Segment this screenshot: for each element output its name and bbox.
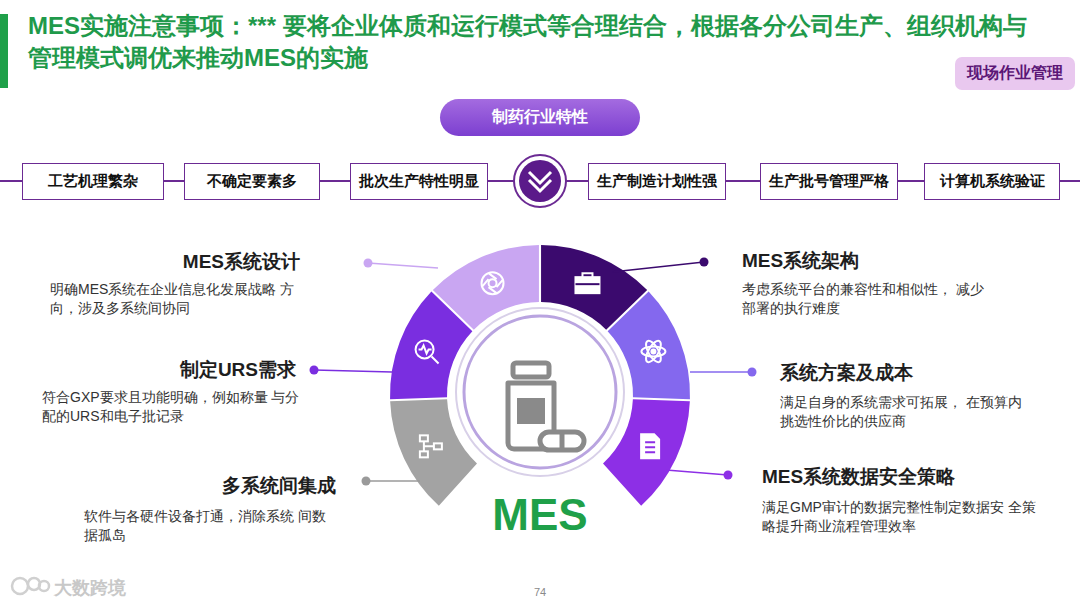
ring [390,245,690,506]
node-text: 生产批号管理严格 [769,172,889,191]
segment-icon [420,435,442,457]
callout-heading: MES系统数据安全策略 [762,464,955,490]
segment-icon [416,340,439,363]
watermark: 大数跨境 [54,576,126,600]
callout-body: 考虑系统平台的兼容性和相似性， 减少部署的执行难度 [742,280,997,318]
callout-heading: 制定URS需求 [180,357,296,383]
trait-box: 工艺机理繁杂 [22,163,164,200]
node-text: 不确定要素多 [193,172,311,191]
leader-lines [310,258,757,486]
band-line [1060,180,1080,182]
title-bar [0,14,8,88]
segment-icon [482,272,504,294]
callout-body: 满足自身的系统需求可拓展， 在预算内挑选性价比的供应商 [780,393,1030,431]
callout-body: 符合GXP要求且功能明确，例如称量 与分配的URS和电子批记录 [42,388,304,426]
band-connector [164,180,184,182]
trait-box: 计算机系统验证 [924,163,1060,200]
node-text: 现场作业管理 [967,63,1063,84]
center-disc [456,308,624,476]
watermark-logo [12,578,49,594]
segment-icon [641,434,659,458]
callout-body: 软件与各硬件设备打通，消除系统 间数据孤岛 [84,507,334,545]
node-text: 计算机系统验证 [933,172,1051,191]
bottle-icon [508,363,584,450]
trait-box: 生产批号管理严格 [760,163,898,200]
node-text: 生产制造计划性强 [597,172,717,191]
tag-badge: 现场作业管理 [955,57,1075,90]
band-connector [726,180,760,182]
callout-heading: MES系统架构 [742,248,859,274]
callout-heading: 多系统间集成 [222,473,336,499]
node-text: 制药行业特性 [492,107,588,128]
page-number: 74 [534,586,546,598]
title: MES实施注意事项：*** 要将企业体质和运行模式等合理结合，根据各分公司生产、… [28,10,1038,74]
segment-icon [575,273,599,293]
callout-heading: 系统方案及成本 [780,360,913,386]
node-text: 批次生产特性明显 [359,172,479,191]
center-label: MES [492,490,587,540]
band-connector [898,180,924,182]
callout-heading: MES系统设计 [183,249,300,275]
callout-body: 明确MES系统在企业信息化发展战略 方向，涉及多系统间协同 [50,280,312,318]
segment-icon [641,339,665,365]
trait-box: 生产制造计划性强 [588,163,726,200]
trait-box: 不确定要素多 [184,163,320,200]
callout-body: 满足GMP审计的数据完整性制定数据安 全策略提升商业流程管理效率 [762,498,1047,536]
trait-box: 批次生产特性明显 [350,163,488,200]
band-connector [320,180,350,182]
band-line [0,180,22,182]
node-text: 工艺机理繁杂 [31,172,155,191]
section-pill: 制药行业特性 [440,99,640,136]
chevron-badge [514,155,566,207]
